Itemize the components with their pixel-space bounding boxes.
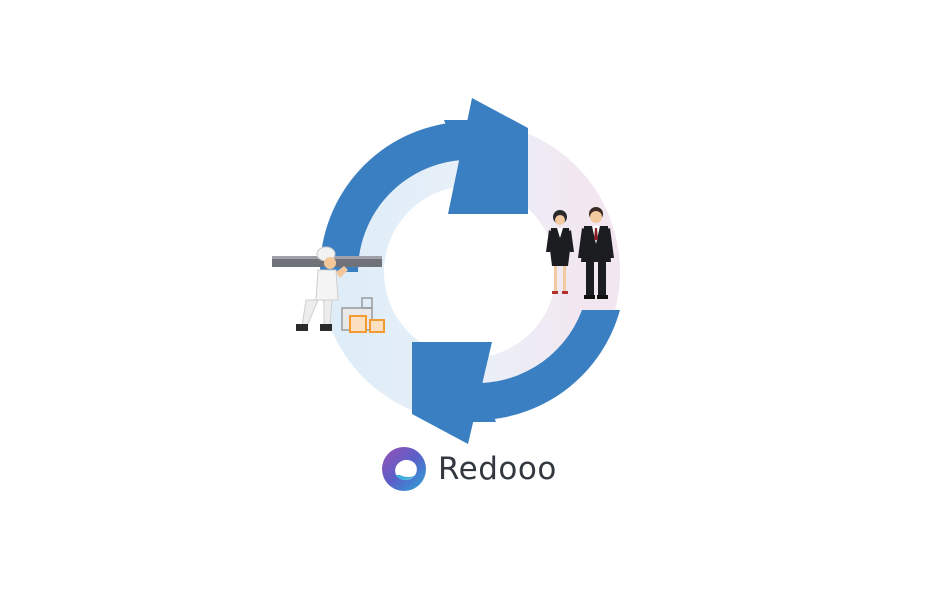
business-people-icon xyxy=(546,207,614,299)
brand-name: Redooo xyxy=(438,450,557,487)
businessman-figure xyxy=(578,207,614,299)
refresh-cycle-icon xyxy=(319,98,620,444)
brand-lockup: Redooo xyxy=(380,443,557,495)
redooo-logo-icon xyxy=(382,447,426,491)
construction-worker-icon xyxy=(272,246,385,333)
businesswoman-figure xyxy=(546,210,574,294)
